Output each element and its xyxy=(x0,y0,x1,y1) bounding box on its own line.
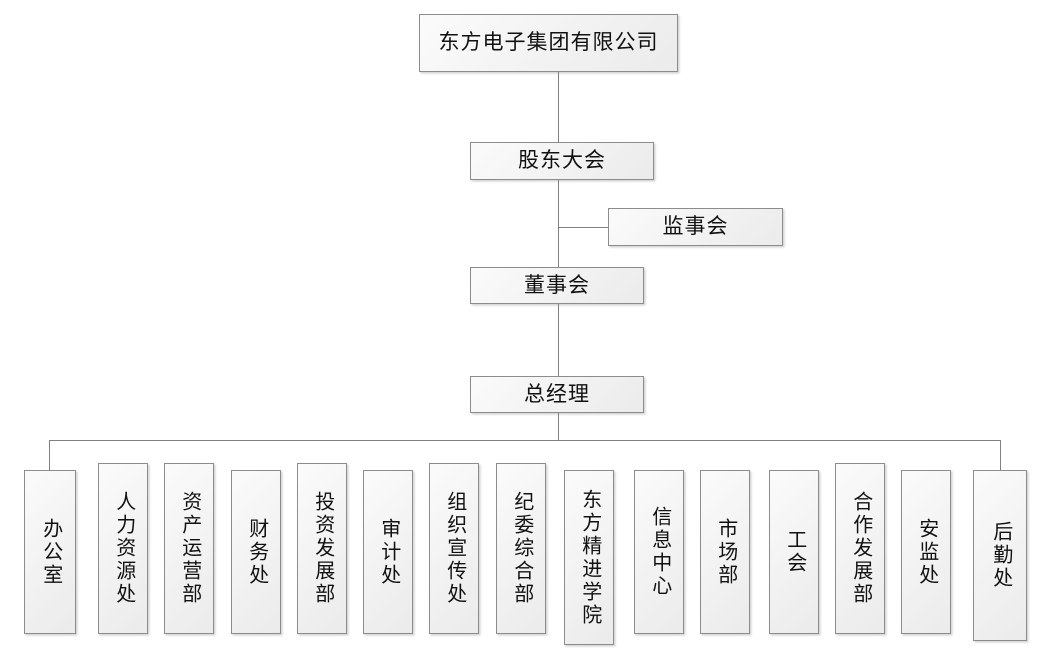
connector-general-manager-to-bus xyxy=(558,413,559,440)
department-label: 市场部 xyxy=(714,517,737,587)
department-node[interactable]: 市场部 xyxy=(700,470,750,634)
connector-company-to-shareholders xyxy=(558,72,559,142)
node-board-of-directors[interactable]: 董事会 xyxy=(470,267,644,304)
department-label: 办公室 xyxy=(39,517,62,587)
department-label: 工会 xyxy=(783,529,806,575)
department-label: 审计处 xyxy=(377,517,400,587)
department-node[interactable]: 审计处 xyxy=(363,470,413,634)
department-node[interactable]: 办公室 xyxy=(24,470,76,634)
connector-trunk-to-supervisors xyxy=(558,227,609,228)
node-company[interactable]: 东方电子集团有限公司 xyxy=(419,14,678,72)
department-node[interactable]: 东方精进学院 xyxy=(564,470,614,645)
connector-board-to-general-manager xyxy=(558,304,559,376)
node-general-manager-label: 总经理 xyxy=(524,381,590,406)
department-node[interactable]: 安监处 xyxy=(901,470,951,634)
node-board-of-supervisors[interactable]: 监事会 xyxy=(608,208,783,246)
node-shareholders-meeting[interactable]: 股东大会 xyxy=(470,142,654,180)
department-label: 合作发展部 xyxy=(849,491,872,606)
connector-department-bus xyxy=(49,440,1001,441)
department-node[interactable]: 纪委综合部 xyxy=(496,463,546,634)
department-label: 后勤处 xyxy=(989,521,1012,590)
department-label: 财务处 xyxy=(245,517,268,587)
node-shareholders-meeting-label: 股东大会 xyxy=(518,148,606,173)
node-general-manager[interactable]: 总经理 xyxy=(470,376,644,413)
node-board-of-directors-label: 董事会 xyxy=(524,272,590,297)
department-node[interactable]: 资产运营部 xyxy=(164,463,214,634)
department-label: 纪委综合部 xyxy=(510,491,533,606)
department-node[interactable]: 信息中心 xyxy=(634,470,684,634)
department-label: 投资发展部 xyxy=(311,491,334,606)
node-company-label: 东方电子集团有限公司 xyxy=(438,30,659,55)
department-node[interactable]: 合作发展部 xyxy=(835,463,885,634)
department-label: 东方精进学院 xyxy=(578,488,601,627)
connector-bus-to-department-first xyxy=(49,440,50,470)
department-node[interactable]: 人力资源处 xyxy=(98,463,148,634)
node-board-of-supervisors-label: 监事会 xyxy=(662,214,729,239)
department-label: 信息中心 xyxy=(648,506,671,598)
connector-shareholders-to-board xyxy=(558,180,559,267)
department-label: 人力资源处 xyxy=(112,491,135,606)
department-label: 组织宣传处 xyxy=(443,491,466,606)
department-node[interactable]: 投资发展部 xyxy=(297,463,347,634)
department-node[interactable]: 财务处 xyxy=(231,470,281,634)
connector-bus-to-department-last xyxy=(1000,440,1001,470)
department-label: 安监处 xyxy=(915,517,938,587)
department-node[interactable]: 组织宣传处 xyxy=(429,463,479,634)
department-node[interactable]: 后勤处 xyxy=(973,470,1027,641)
department-label: 资产运营部 xyxy=(178,491,201,606)
department-node[interactable]: 工会 xyxy=(769,470,819,634)
